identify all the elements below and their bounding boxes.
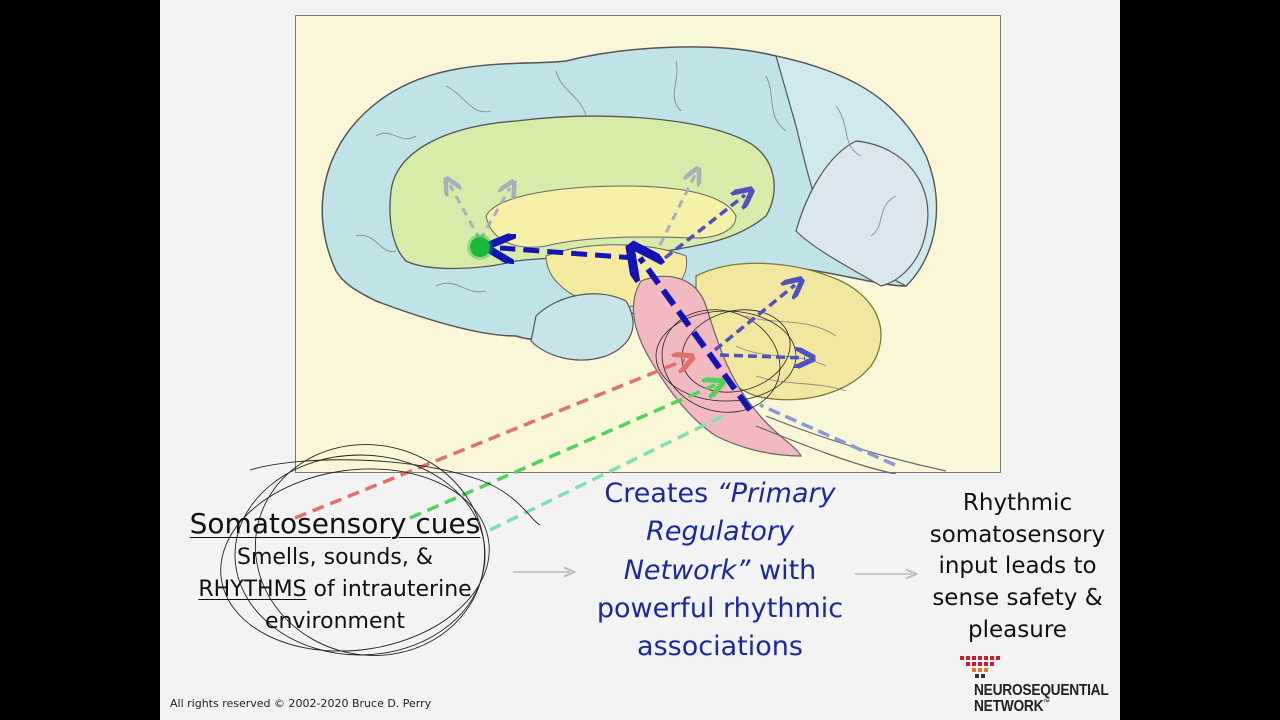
primary-regulatory-network-text: Creates “Primary Regulatory Network” wit…: [596, 478, 844, 663]
logo-text-line2: NETWORK™: [974, 698, 1050, 715]
occipital-region: [795, 140, 929, 287]
rhythms-word: RHYTHMS: [198, 576, 307, 602]
copyright-notice: All rights reserved © 2002-2020 Bruce D.…: [170, 697, 432, 710]
temporal-region: [530, 293, 634, 361]
somatosensory-cues-title: Somatosensory cues: [189, 507, 481, 540]
logo-dots-icon: [960, 656, 1000, 678]
brain-illustration: [321, 46, 947, 475]
rhythmic-input-text: Rhythmic somatosensory input leads to se…: [929, 490, 1106, 643]
logo-text-line1: NEUROSEQUENTIAL: [974, 682, 1109, 699]
somatosensory-cues-description: Smells, sounds, & RHYTHMS of intrauterin…: [198, 545, 472, 634]
slide: Somatosensory cues Smells, sounds, & RHY…: [160, 0, 1120, 720]
brain-figure: [295, 15, 1001, 475]
neurosequential-network-logo: NEUROSEQUENTIAL NETWORK™: [960, 656, 1110, 716]
